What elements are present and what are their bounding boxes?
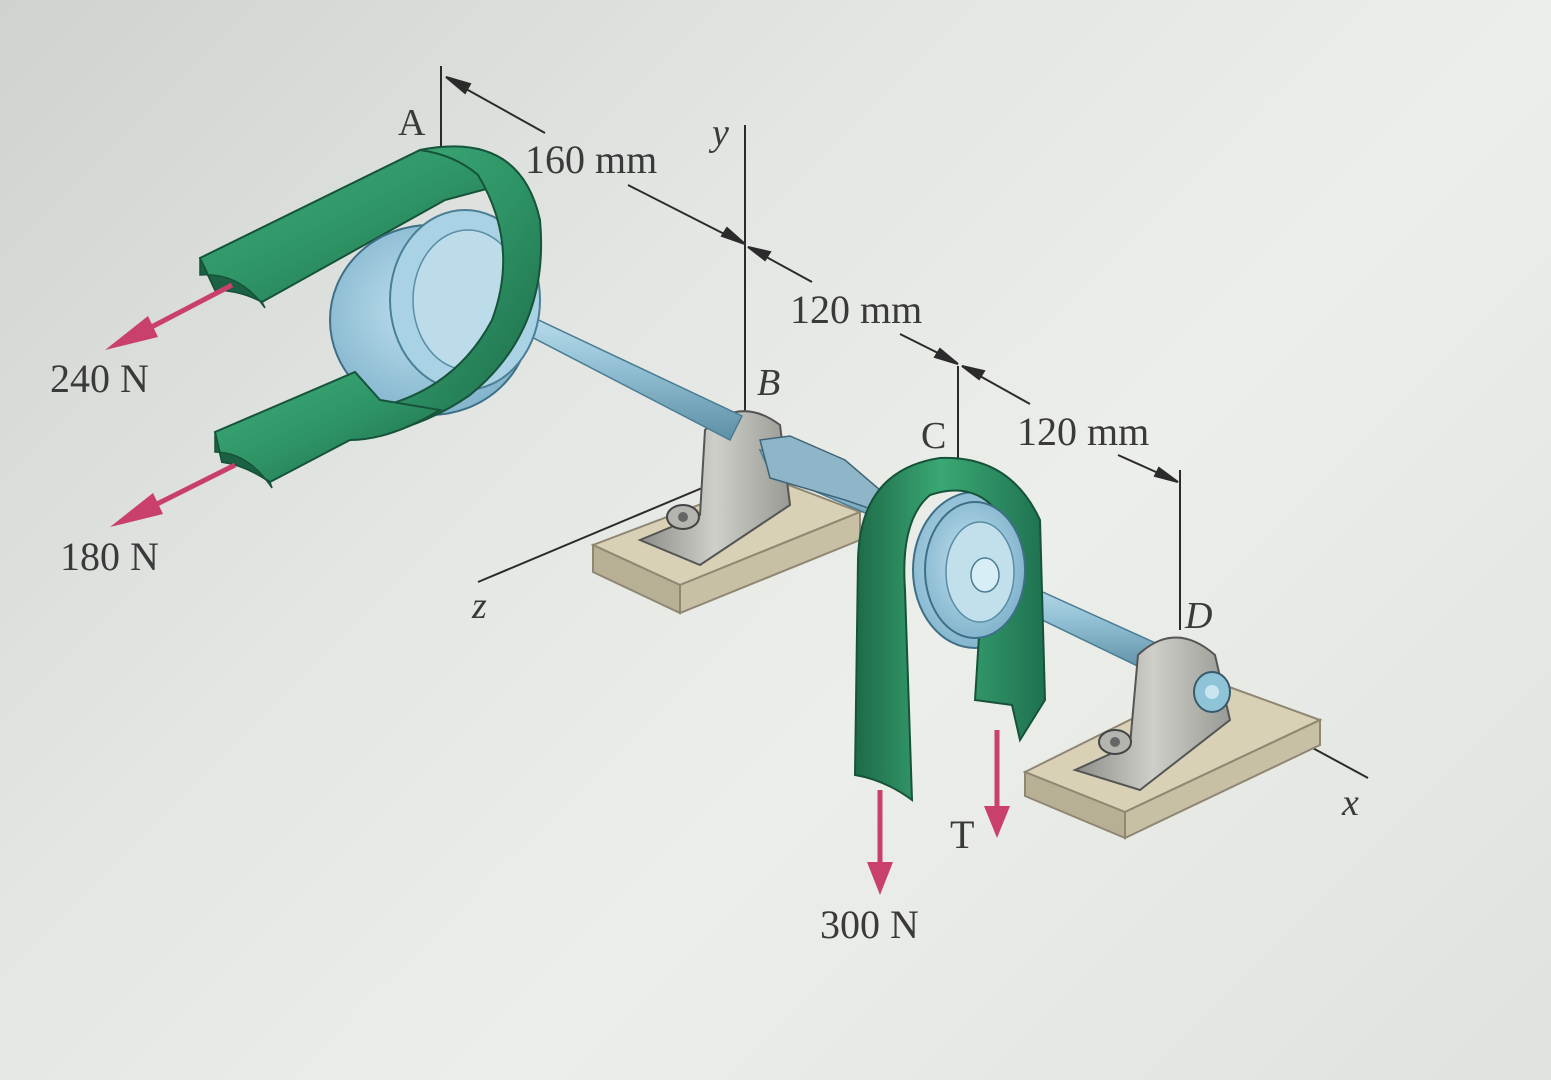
labels: A B C D y z x 160 mm 120 mm 120 mm 240 N… — [50, 102, 1359, 947]
dim-arrowhead — [933, 347, 959, 365]
dim-a-to-b: 160 mm — [525, 137, 657, 182]
force-180n-shaft — [143, 462, 237, 513]
z-axis-line — [477, 469, 746, 583]
pulley-a — [198, 145, 543, 489]
force-t-head — [984, 806, 1010, 838]
dim-arrowhead — [720, 226, 746, 245]
force-300n-head — [867, 862, 893, 895]
point-c-label: C — [921, 415, 946, 457]
axis-z-label: z — [471, 585, 487, 627]
dimension-lines — [445, 76, 1179, 483]
force-arrows — [105, 282, 1010, 895]
axis-y-label: y — [708, 112, 729, 154]
force-180n-label: 180 N — [60, 534, 159, 579]
force-240n-shaft — [138, 282, 234, 336]
bearing-d-housing — [1072, 636, 1232, 792]
dim-arrowhead — [445, 76, 472, 95]
force-300n-label: 300 N — [820, 902, 919, 947]
bearing-d — [1022, 636, 1323, 840]
dim-arrowhead — [1153, 466, 1179, 483]
dim-c-to-d: 120 mm — [1017, 409, 1149, 454]
force-240n-label: 240 N — [50, 356, 149, 401]
point-b-label: B — [757, 362, 780, 404]
pulley-c — [853, 456, 1047, 803]
point-d-label: D — [1184, 595, 1212, 637]
dim-arrowhead — [961, 365, 986, 381]
force-180n-head — [110, 493, 163, 527]
dim-arrowhead — [747, 246, 772, 262]
bearing-b — [590, 410, 863, 615]
shaft — [451, 279, 1161, 674]
force-240n-head — [105, 316, 158, 350]
dim-b-to-c: 120 mm — [790, 287, 922, 332]
force-t-label: T — [950, 812, 974, 857]
axis-x-label: x — [1341, 782, 1359, 824]
point-a-label: A — [398, 102, 426, 144]
